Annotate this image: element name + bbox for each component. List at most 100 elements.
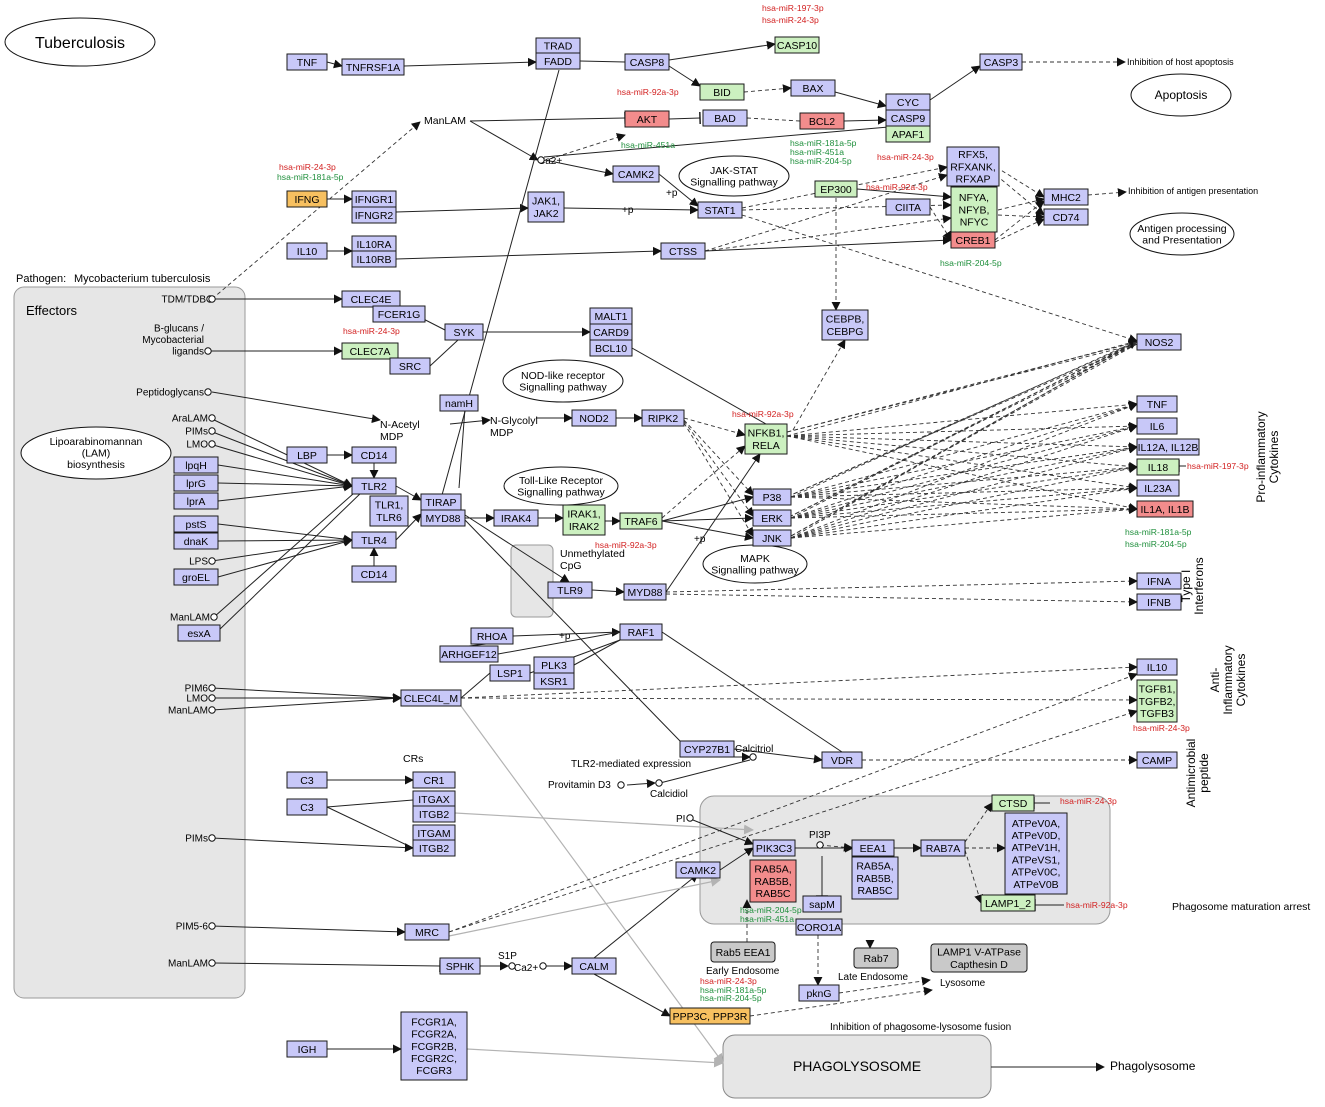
gene-node-tlr9[interactable]: TLR9 [547,581,593,599]
gene-node-il23a[interactable]: IL23A [1136,479,1180,497]
gene-node-lbp[interactable]: LBP [286,446,328,464]
gene-node-dnak[interactable]: dnaK [173,532,219,550]
gene-node-ifna[interactable]: IFNA [1136,572,1182,590]
gene-node-irak12[interactable]: IRAK1,IRAK2 [562,504,606,536]
gene-node-src[interactable]: SRC [389,357,431,375]
gene-node-itgb2-a[interactable]: ITGB2 [412,805,456,823]
gene-node-il18[interactable]: IL18 [1136,458,1180,476]
gene-node-lsp1[interactable]: LSP1 [489,664,531,682]
gene-node-il1[interactable]: IL1A, IL1B [1136,500,1194,518]
gene-node-tnf-a[interactable]: TNF [286,53,328,71]
gene-node-cyc[interactable]: CYC [885,93,931,111]
gene-node-bax[interactable]: BAX [790,79,836,97]
gene-node-groel[interactable]: groEL [173,568,219,586]
gene-node-jnk[interactable]: JNK [752,529,792,547]
gene-node-jak[interactable]: JAK1,JAK2 [527,191,565,223]
gene-node-rab7a[interactable]: RAB7A [920,839,966,857]
gene-node-rab5eea1[interactable]: Rab5 EEA1 [710,941,776,963]
gene-node-raf1[interactable]: RAF1 [619,623,663,641]
gene-node-camk2-top[interactable]: CAMK2 [612,165,660,183]
gene-node-fadd[interactable]: FADD [535,52,581,70]
gene-node-camk2-bot[interactable]: CAMK2 [675,861,721,879]
gene-node-sapm[interactable]: sapM [802,895,842,913]
gene-node-rab5-red[interactable]: RAB5A,RAB5B,RAB5C [749,859,797,903]
gene-node-casp3[interactable]: CASP3 [979,53,1023,71]
gene-node-coro1a[interactable]: CORO1A [795,918,843,936]
gene-node-ciita[interactable]: CIITA [885,198,931,216]
gene-node-pik3c3[interactable]: PIK3C3 [752,839,796,857]
gene-node-itgax[interactable]: ITGAX [412,790,456,808]
gene-node-lpqh[interactable]: lpqH [173,456,219,474]
gene-node-fcer1g[interactable]: FCER1G [372,305,426,323]
gene-node-card9[interactable]: CARD9 [589,323,633,341]
gene-node-il10-b[interactable]: IL10 [1136,658,1178,676]
gene-node-il6[interactable]: IL6 [1136,417,1178,435]
gene-node-nod2[interactable]: NOD2 [571,409,617,427]
gene-node-bcl10[interactable]: BCL10 [589,339,633,357]
gene-node-tlr4[interactable]: TLR4 [351,531,397,549]
gene-node-ifnb[interactable]: IFNB [1136,593,1182,611]
gene-node-irak4[interactable]: IRAK4 [493,509,539,527]
gene-node-bid[interactable]: BID [699,83,745,101]
gene-node-igh[interactable]: IGH [286,1040,328,1058]
gene-node-tlr16[interactable]: TLR1,TLR6 [369,495,409,527]
gene-node-itgb2-b[interactable]: ITGB2 [412,839,456,857]
gene-node-nfy[interactable]: NFYA,NFYB,NFYC [950,186,998,233]
gene-node-tgfb[interactable]: TGFB1,TGFB2,TGFB3 [1136,679,1178,723]
gene-node-casp9[interactable]: CASP9 [885,109,931,127]
gene-node-nos2[interactable]: NOS2 [1136,333,1182,351]
gene-node-erk[interactable]: ERK [752,509,792,527]
gene-node-ctsd[interactable]: CTSD [991,794,1035,812]
oval-lam[interactable]: Lipoarabinomannan(LAM)biosynthesis [20,426,172,480]
gene-node-rfx[interactable]: RFX5,RFXANK,RFXAP [946,146,1000,187]
gene-node-rhoa[interactable]: RHOA [470,627,514,645]
gene-node-ifng[interactable]: IFNG [286,190,328,208]
gene-node-cd74[interactable]: CD74 [1043,208,1089,226]
gene-node-tlr2[interactable]: TLR2 [351,477,397,495]
gene-node-clec7a[interactable]: CLEC7A [341,342,399,360]
gene-node-eea1[interactable]: EEA1 [851,839,895,857]
oval-apoptosis[interactable]: Apoptosis [1130,73,1232,117]
gene-node-namh[interactable]: namH [439,394,479,412]
gene-node-casp10[interactable]: CASP10 [774,36,820,54]
gene-node-stat1[interactable]: STAT1 [697,201,743,219]
gene-node-ifngr2[interactable]: IFNGR2 [351,206,397,224]
gene-node-c3-b[interactable]: C3 [286,798,328,816]
gene-node-ppp3c[interactable]: PPP3C, PPP3R [669,1007,751,1025]
gene-node-ep300[interactable]: EP300 [814,180,858,198]
gene-node-esxa[interactable]: esxA [177,624,221,642]
gene-node-lamp12[interactable]: LAMP1_2 [980,894,1036,912]
gene-node-psts[interactable]: pstS [173,515,219,533]
gene-node-itgam[interactable]: ITGAM [412,824,456,842]
gene-node-clec4e[interactable]: CLEC4E [341,290,401,308]
gene-node-arhgef12[interactable]: ARHGEF12 [439,645,499,663]
gene-node-tnfrsf1a[interactable]: TNFRSF1A [341,58,405,76]
gene-node-rab5-blue[interactable]: RAB5A,RAB5B,RAB5C [851,856,899,900]
gene-node-vdr[interactable]: VDR [821,751,863,769]
gene-node-nfkb[interactable]: NFKB1,RELA [744,423,788,455]
gene-node-cd14-b[interactable]: CD14 [351,565,397,583]
gene-node-il10-a[interactable]: IL10 [286,242,328,260]
gene-node-mhc2[interactable]: MHC2 [1043,188,1089,206]
gene-node-myd88-a[interactable]: MYD88 [420,509,466,527]
gene-node-bad[interactable]: BAD [702,109,748,127]
gene-node-c3-a[interactable]: C3 [286,771,328,789]
gene-node-bcl2[interactable]: BCL2 [799,112,845,130]
gene-node-p38[interactable]: P38 [752,488,792,506]
gene-node-syk[interactable]: SYK [444,323,484,341]
gene-node-mrc[interactable]: MRC [404,923,450,941]
gene-node-lprg[interactable]: lprG [173,474,219,492]
gene-node-il10ra[interactable]: IL10RA [351,235,397,253]
gene-node-il12[interactable]: IL12A, IL12B [1136,438,1200,456]
gene-node-myd88-b[interactable]: MYD88 [623,583,667,601]
gene-node-il10rb[interactable]: IL10RB [351,250,397,268]
gene-node-trad[interactable]: TRAD [535,37,581,54]
gene-node-malt1[interactable]: MALT1 [589,307,633,325]
gene-node-lpra[interactable]: lprA [173,492,219,510]
gene-node-ksr1[interactable]: KSR1 [533,672,575,690]
